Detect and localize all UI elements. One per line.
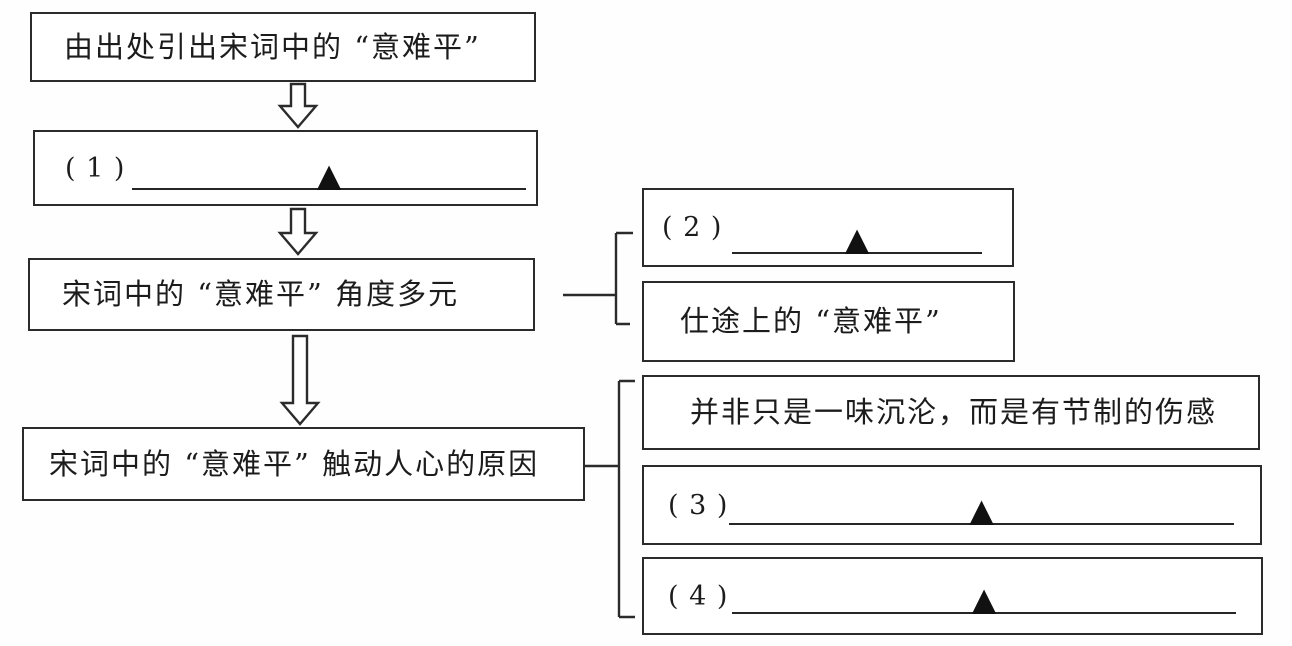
node-reason: 宋词中的 “意难平” 触动人心的原因 <box>22 427 585 501</box>
blank-4-number: ( 4 ) <box>668 580 729 612</box>
answer-triangle-icon: ▲ <box>844 220 870 258</box>
answer-triangle-icon: ▲ <box>969 491 994 529</box>
blank-2-underline: ▲ <box>732 220 982 258</box>
node-blank-1: ( 1 ) ▲ <box>33 130 538 206</box>
bracket-connector-top <box>563 231 633 326</box>
answer-triangle-icon: ▲ <box>971 580 997 618</box>
node-restraint-label: 并非只是一味沉沦，而是有节制的伤感 <box>690 395 1218 430</box>
blank-1-underline: ▲ <box>132 156 526 194</box>
node-blank-2: ( 2 ) ▲ <box>642 188 1014 267</box>
blank-3-underline: ▲ <box>729 491 1234 529</box>
answer-triangle-icon: ▲ <box>316 156 342 194</box>
node-blank-3: ( 3 ) ▲ <box>642 465 1262 545</box>
node-reason-label: 宋词中的 “意难平” 触动人心的原因 <box>49 446 540 481</box>
node-intro-label: 由出处引出宋词中的 “意难平” <box>64 29 481 64</box>
node-career: 仕途上的 “意难平” <box>642 281 1015 362</box>
node-blank-4: ( 4 ) ▲ <box>642 557 1263 635</box>
blank-3-number: ( 3 ) <box>668 489 729 521</box>
down-arrow-icon-1 <box>277 82 319 129</box>
blank-2-number: ( 2 ) <box>662 212 723 243</box>
down-arrow-icon-2 <box>277 207 319 256</box>
node-angles: 宋词中的 “意难平” 角度多元 <box>28 258 535 331</box>
node-intro: 由出处引出宋词中的 “意难平” <box>30 12 536 82</box>
node-restraint: 并非只是一味沉沦，而是有节制的伤感 <box>642 375 1260 450</box>
down-arrow-icon-3 <box>279 334 321 426</box>
blank-1-number: ( 1 ) <box>65 152 126 184</box>
bracket-connector-bottom <box>585 379 635 619</box>
node-career-label: 仕途上的 “意难平” <box>680 304 942 339</box>
blank-4-underline: ▲ <box>732 580 1236 618</box>
node-angles-label: 宋词中的 “意难平” 角度多元 <box>62 277 460 312</box>
